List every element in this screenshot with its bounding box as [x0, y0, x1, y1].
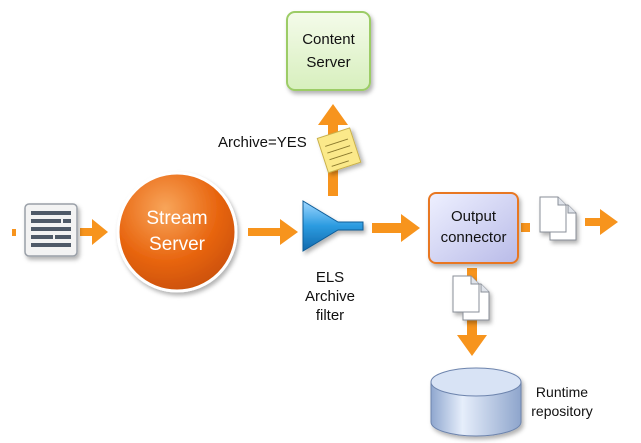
arrow-doc-to-stream-server: [80, 219, 108, 245]
archive-yes-label: Archive=YES: [218, 134, 307, 151]
text-document-icon: [24, 203, 78, 257]
arrow-filter-to-output-connector: [372, 214, 420, 242]
content-server-line1: Content: [302, 31, 355, 48]
output-connector-label: Output connector: [429, 206, 518, 248]
stream-server-label: Stream Server: [118, 206, 236, 258]
output-connector-box: [428, 192, 519, 264]
runtime-repository-label: Runtime repository: [520, 383, 604, 421]
content-server-box: [286, 11, 371, 91]
els-filter-line1: ELS: [315, 269, 345, 286]
stream-server-circle: [116, 171, 238, 293]
runtime-repository-line2: repository: [531, 403, 593, 419]
els-filter-line2: Archive: [304, 288, 356, 305]
runtime-repository-line1: Runtime: [535, 384, 589, 400]
output-connector-line2: connector: [440, 229, 507, 246]
stream-server-line1: Stream: [146, 208, 208, 229]
sticky-note-icon: [316, 127, 362, 174]
documents-stack-icon: [539, 196, 577, 241]
content-server-label: Content Server: [287, 28, 370, 74]
els-filter-label: ELS Archive filter: [290, 268, 370, 325]
arrow-output-right: [585, 209, 618, 235]
documents-stack-icon: [452, 275, 490, 321]
content-server-line2: Server: [306, 54, 351, 71]
arrow-into-input-doc: [12, 229, 16, 236]
output-connector-line1: Output: [450, 208, 497, 225]
stream-server-line2: Server: [149, 234, 205, 255]
arrow-stream-server-to-filter: [248, 219, 298, 245]
arrow-connector-to-output-docs: [521, 223, 530, 232]
funnel-filter-icon: [302, 200, 364, 252]
els-filter-line3: filter: [315, 307, 345, 324]
database-cylinder-icon: [430, 367, 522, 437]
